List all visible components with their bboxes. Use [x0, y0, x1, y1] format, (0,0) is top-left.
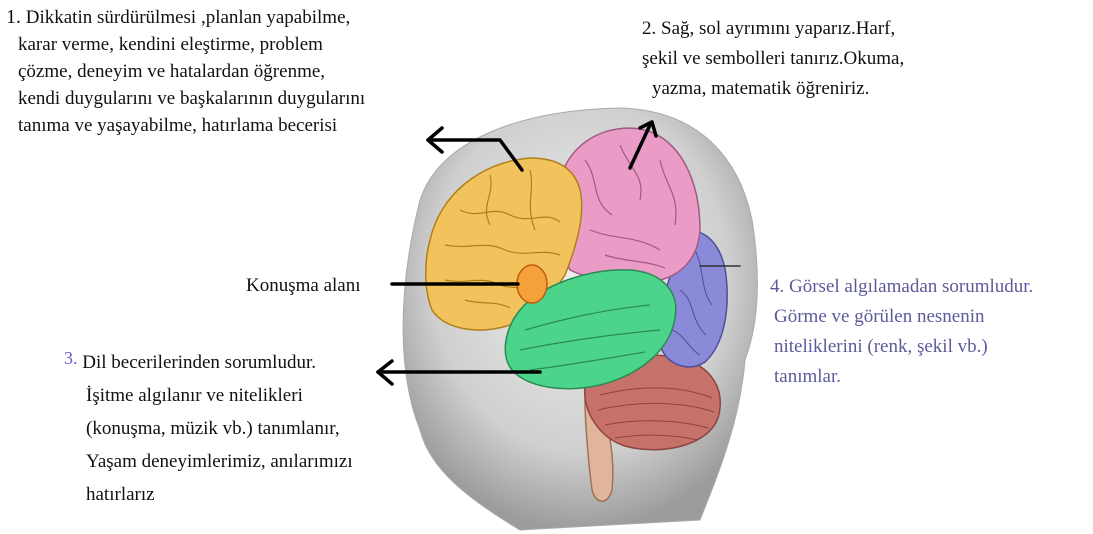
label-temporal-line-3: (konuşma, müzik vb.) tanımlanır, — [64, 412, 353, 445]
label-frontal-line-1: 1. Dikkatin sürdürülmesi ,planlan yapabi… — [6, 4, 365, 31]
label-occipital-line-2: Görme ve görülen nesnenin — [770, 302, 1033, 332]
label-frontal: 1. Dikkatin sürdürülmesi ,planlan yapabi… — [6, 4, 365, 139]
label-occipital-line-1: 4. Görsel algılamadan sorumludur. — [770, 272, 1033, 302]
label-occipital-line-3: niteliklerini (renk, şekil vb.) — [770, 332, 1033, 362]
label-temporal-number: 3. — [64, 348, 78, 368]
label-parietal-line-1: 2. Sağ, sol ayrımını yaparız.Harf, — [642, 14, 904, 44]
label-temporal-line-4: Yaşam deneyimlerimiz, anılarımızı — [64, 445, 353, 478]
label-occipital-number: 4. — [770, 276, 784, 297]
label-frontal-number: 1. — [6, 6, 21, 28]
label-parietal-line-2: şekil ve sembolleri tanırız.Okuma, — [642, 44, 904, 74]
label-occipital-line-4: tanımlar. — [770, 362, 1033, 392]
speech-area — [517, 265, 547, 303]
label-parietal-number: 2. — [642, 18, 656, 39]
label-frontal-line-4: kendi duygularını ve başkalarının duygul… — [6, 85, 365, 112]
label-temporal: 3. Dil becerilerinden sorumludur. İşitme… — [64, 342, 353, 511]
label-frontal-line-3: çözme, deneyim ve hatalardan öğrenme, — [6, 58, 365, 85]
label-frontal-line-5: tanıma ve yaşayabilme, hatırlama beceris… — [6, 112, 365, 139]
label-temporal-line-1: 3. Dil becerilerinden sorumludur. — [64, 342, 353, 379]
label-parietal-line-3: yazma, matematik öğreniriz. — [642, 74, 904, 104]
label-temporal-line-2: İşitme algılanır ve nitelikleri — [64, 379, 353, 412]
label-speech-area: Konuşma alanı — [246, 272, 361, 299]
label-frontal-line-2: karar verme, kendini eleştirme, problem — [6, 31, 365, 58]
label-occipital: 4. Görsel algılamadan sorumludur. Görme … — [770, 272, 1033, 392]
label-parietal: 2. Sağ, sol ayrımını yaparız.Harf, şekil… — [642, 14, 904, 104]
label-temporal-line-5: hatırlarız — [64, 478, 353, 511]
